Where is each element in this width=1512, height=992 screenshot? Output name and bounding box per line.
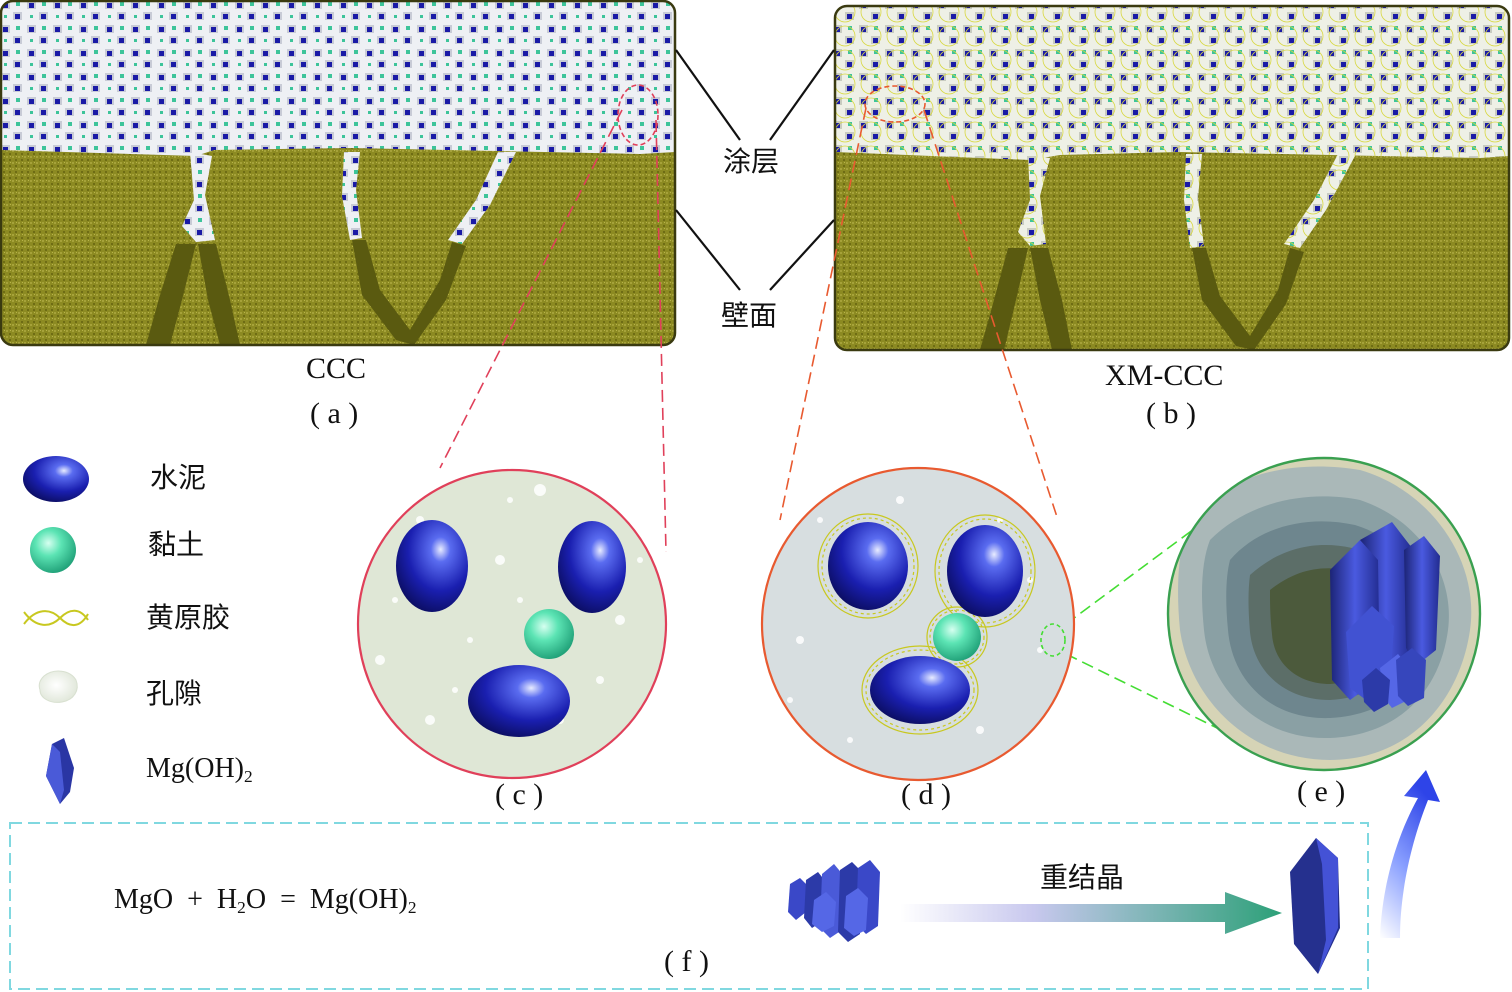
circle-e-border [1166, 456, 1482, 772]
panel-f-frame [9, 822, 1369, 990]
panel-c-label: ( c ) [495, 778, 544, 811]
mgo-crystals-cluster [788, 860, 880, 942]
crack-root [146, 244, 196, 345]
circle-c-border [356, 468, 668, 780]
crack-root [1030, 248, 1072, 350]
legend-xanthan-label: 黄原胶 [146, 601, 231, 634]
xanthan-gum-icon [23, 609, 89, 626]
legend-clay-label: 黏土 [148, 528, 205, 561]
panel-c-zoom [356, 468, 668, 780]
panel-f-label: ( f ) [664, 945, 709, 978]
clay-particle [524, 609, 574, 659]
cement-particle [396, 520, 468, 612]
circle-d-border [760, 466, 1076, 782]
panel-b-xm-ccc [833, 4, 1511, 352]
panel-a-label: ( a ) [310, 397, 359, 430]
reaction-equation: MgO + H2O = Mg(OH)2 [114, 884, 417, 918]
crack-fill [182, 152, 215, 242]
legend [23, 456, 89, 804]
cement-icon [23, 456, 89, 502]
coating-callout: 涂层 [723, 145, 780, 178]
coating-layer [835, 6, 1509, 166]
cement-particle [468, 665, 570, 737]
crack-fill [448, 152, 516, 244]
cement-particle [870, 656, 970, 724]
pore-dots [375, 484, 643, 725]
recrystallization-label: 重结晶 [1040, 861, 1125, 894]
panel-a-ccc [0, 0, 677, 347]
legend-mg-oh2-label: Mg(OH)2 [146, 753, 253, 787]
legend-cement-label: 水泥 [150, 461, 207, 494]
cement-particle [828, 522, 908, 610]
panel-d-zoom [760, 466, 1076, 782]
callout-lines [675, 49, 835, 291]
crack-root [1192, 248, 1304, 350]
legend-pore-label: 孔隙 [146, 677, 203, 710]
crack-root [352, 240, 466, 345]
wall-layer [835, 152, 1509, 350]
cement-particle [558, 521, 626, 613]
mg-oh2-crystal-icon [46, 738, 74, 804]
panel-b-label: ( b ) [1146, 397, 1196, 430]
pore-dots [787, 496, 1043, 743]
zoom-marker-b [864, 85, 926, 123]
crack-fill [1018, 156, 1050, 246]
panel-b-frame [833, 4, 1511, 352]
single-crystal [1290, 838, 1340, 974]
zoom-marker-d [1040, 623, 1066, 657]
panel-e-label: ( e ) [1297, 775, 1346, 808]
wall-callout: 壁面 [721, 299, 778, 332]
panel-b-title: XM-CCC [1105, 359, 1224, 392]
panel-a-title: CCC [306, 352, 367, 385]
crack-root [980, 248, 1028, 350]
xanthan-network [817, 513, 1036, 735]
crack-fill [342, 152, 362, 240]
clay-particle [933, 613, 981, 661]
panel-e-zoom [1166, 456, 1482, 772]
coating-layer [1, 1, 675, 161]
wall-layer [1, 148, 675, 345]
recrystallization-arrow [900, 892, 1282, 934]
cement-particle [947, 525, 1023, 617]
crack-fill [1284, 154, 1356, 248]
panel-d-label: ( d ) [901, 778, 951, 811]
up-arrow [1380, 770, 1440, 938]
panel-a-frame [0, 0, 677, 347]
crack-root [198, 244, 240, 345]
panel-f [9, 770, 1440, 990]
pore-icon [38, 670, 78, 703]
zoom-marker-a [617, 84, 659, 146]
crack-fill [1184, 154, 1204, 248]
clay-icon [30, 527, 76, 573]
mg-oh2-crystal-cluster [1330, 522, 1440, 712]
circle-d-bg [762, 468, 1074, 780]
